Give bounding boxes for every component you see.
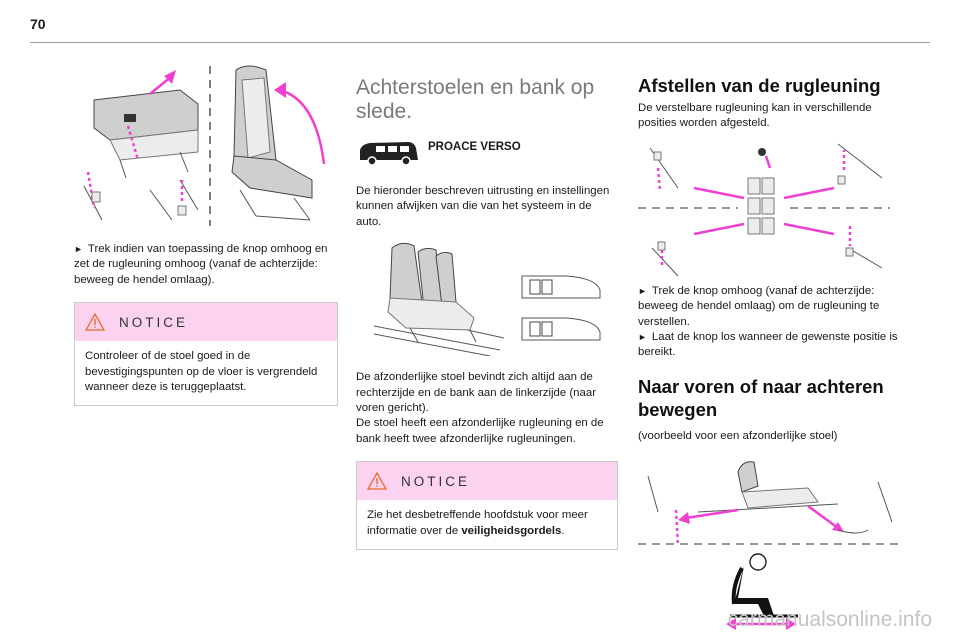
header-rule: [30, 42, 930, 43]
notice-box-seatbelts: NOTICE Zie het desbetreffende hoofdstuk …: [356, 461, 618, 551]
seats-on-rails-illustration: [370, 238, 618, 357]
intro-text: De hieronder beschreven uitrusting en in…: [356, 185, 610, 228]
column-right: Afstellen van de rugleuning De verstelba…: [638, 74, 902, 634]
warning-icon: [85, 313, 105, 331]
page-number: 70: [30, 16, 46, 32]
seat-backrest-illustration: [80, 60, 338, 230]
column-left: Trek indien van toepassing de knop omhoo…: [74, 60, 338, 407]
notice-text: Controleer of de stoel goed in de bevest…: [85, 350, 318, 394]
raise-backrest-instruction: Trek indien van toepassing de knop omhoo…: [74, 242, 338, 288]
seat-position-text: De afzonderlijke stoel bevindt zich alti…: [356, 371, 596, 415]
backrest-intro: De verstelbare rugleuning kan in verschi…: [638, 102, 872, 130]
example-caption: (voorbeeld voor een afzonderlijke stoel): [638, 429, 838, 442]
model-name: PROACE VERSO: [428, 141, 521, 153]
column-middle: Achterstoelen en bank op slede. PROACE V…: [356, 76, 618, 551]
section-heading-move-seat: Naar voren of naar achteren bewegen: [638, 375, 884, 420]
adjust-instruction-2: Laat de knop los wanneer de gewenste pos…: [638, 330, 902, 361]
section-heading-sliding-seats: Achterstoelen en bank op slede.: [356, 76, 595, 123]
van-icon: [360, 142, 418, 166]
adjust-instruction-1: Trek de knop omhoog (vanaf de achterzijd…: [638, 284, 902, 330]
notice-title: NOTICE: [119, 314, 189, 330]
notice-header: NOTICE: [357, 462, 617, 501]
warning-icon: [367, 472, 387, 490]
backrest-count-text: De stoel heeft een afzonderlijke rugleun…: [356, 417, 604, 445]
section-heading-backrest: Afstellen van de rugleuning: [638, 75, 881, 96]
notice-title: NOTICE: [401, 473, 471, 489]
notice-box: NOTICE Controleer of de stoel goed in de…: [74, 302, 338, 407]
watermark-text: carmanualsonline.info: [727, 608, 932, 631]
model-row: PROACE VERSO: [356, 138, 618, 166]
seat-slide-illustration: [638, 452, 902, 634]
notice-text: Zie het desbetreffende hoofdstuk voor me…: [367, 509, 588, 537]
seatbelts-term: veiligheidsgordels: [461, 524, 562, 537]
backrest-adjust-illustration: [638, 138, 902, 278]
notice-header: NOTICE: [75, 303, 337, 342]
